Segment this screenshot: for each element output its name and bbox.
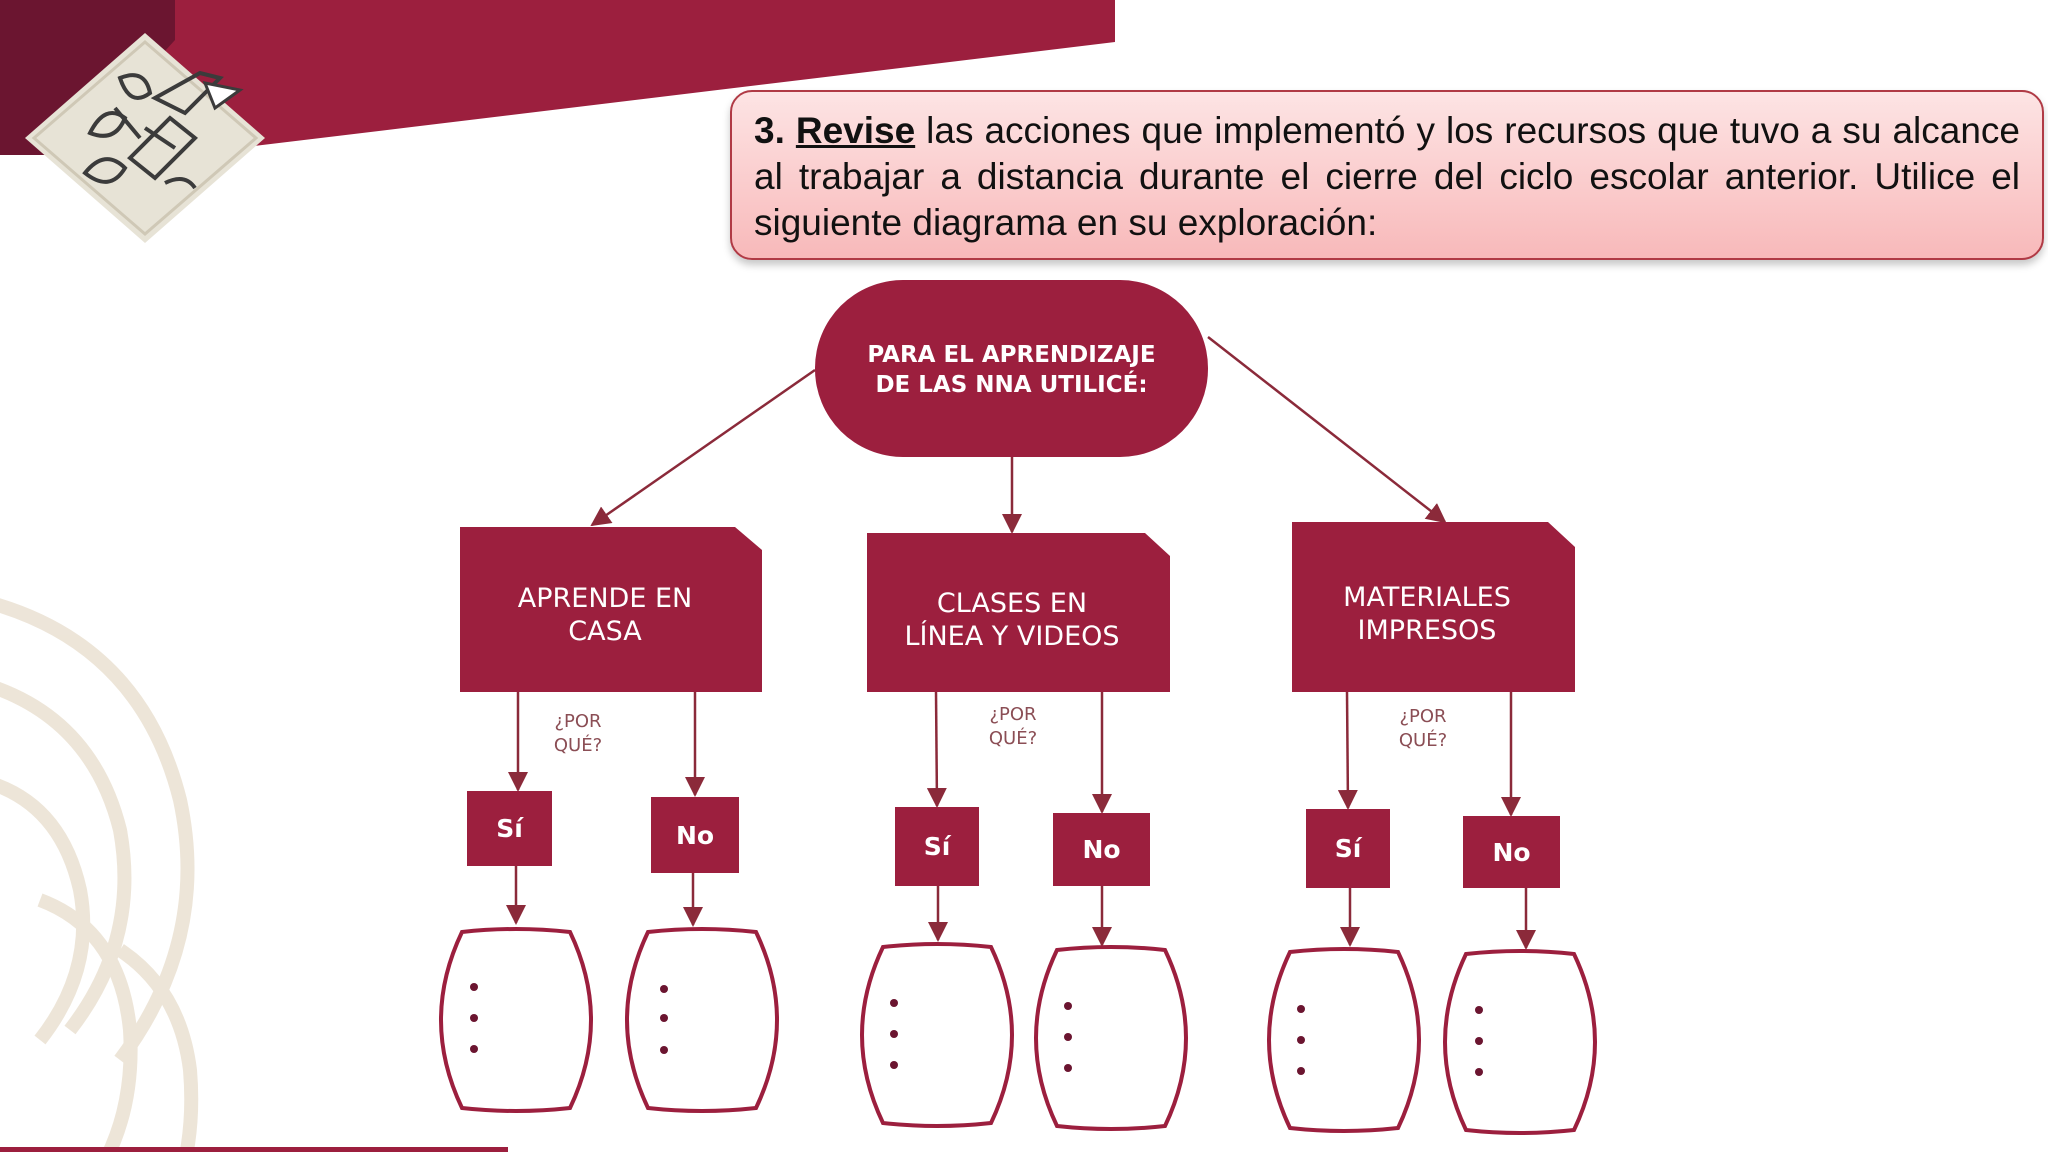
background-ornament [0,598,199,1152]
root-label-line-2: DE LAS NNA UTILICÉ: [875,372,1148,398]
answer-box-4 [1034,945,1188,1131]
branch-3-why-line-2: QUÉ? [1398,730,1448,751]
branch-2-box [867,533,1170,692]
answer-box-6 [1443,949,1597,1135]
answer-box-5 [1267,947,1421,1133]
branch-1-box [460,527,762,692]
institution-logo [25,33,265,243]
branch-3-label: MATERIALES IMPRESOS [1292,574,1562,654]
branch-2-yes-box [895,807,979,886]
instruction-verb: Revise [795,110,916,151]
branch-1-why-line-2: QUÉ? [553,735,603,756]
branch-1-yes-box [467,791,552,866]
arrow-branch-3-yes [1337,691,1358,810]
branch-2-no-label: No [1082,835,1121,864]
root-node [815,280,1208,457]
branch-2-yes-label: Sí [923,832,951,861]
branch-2-label: CLASES EN LÍNEA Y VIDEOS [867,580,1157,660]
branch-2-why-line-2: QUÉ? [988,728,1038,749]
branch-1-line-2: CASA [568,616,642,647]
branch-2-line-1: CLASES EN [936,588,1088,619]
branch-3-no-label: No [1492,837,1531,867]
instruction-callout: 3. Revise las acciones que implementó y … [730,90,2044,260]
bottom-rule [0,1147,508,1152]
branch-3-why-line-1: ¿POR [1399,706,1447,727]
branch-3-line-1: MATERIALES [1343,582,1511,613]
instruction-body: las acciones que implementó y los recurs… [754,110,2020,243]
arrow-root-to-branch-3 [1207,336,1447,524]
instruction-text: 3. Revise las acciones que implementó y … [754,108,2020,246]
top-banner [0,0,1115,155]
root-label: PARA EL APRENDIZAJE DE LAS NNA UTILICÉ: [815,330,1208,410]
branch-3-box [1292,522,1575,692]
branch-1-yes-label: Sí [496,814,523,843]
branch-2-why-line-1: ¿POR [989,704,1037,725]
branch-3-line-2: IMPRESOS [1357,615,1497,646]
top-banner-dark [0,0,175,155]
answer-bullets [470,983,1483,1076]
answer-box-2 [625,927,779,1113]
branch-1-no-box [651,797,739,873]
branch-3-no-box [1463,816,1560,888]
branch-3-yes-label: Sí [1334,834,1362,863]
arrow-root-to-branch-1 [590,368,816,527]
arrow-branch-2-yes [926,691,947,808]
answer-box-3 [860,942,1014,1128]
branch-3-why: ¿POR QUÉ? [1378,705,1468,753]
root-label-line-1: PARA EL APRENDIZAJE [867,342,1156,368]
instruction-number: 3. [754,110,785,151]
branch-3-yes-box [1306,809,1390,888]
branch-2-line-2: LÍNEA Y VIDEOS [904,621,1120,652]
branch-1-line-1: APRENDE EN [517,583,693,614]
branch-1-no-label: No [675,820,715,850]
branch-1-why: ¿POR QUÉ? [533,710,623,758]
answer-box-1 [439,927,593,1113]
branch-1-why-line-1: ¿POR [554,711,602,732]
branch-2-no-box [1053,813,1150,886]
branch-1-label: APRENDE EN CASA [460,575,750,655]
branch-2-why: ¿POR QUÉ? [968,703,1058,751]
